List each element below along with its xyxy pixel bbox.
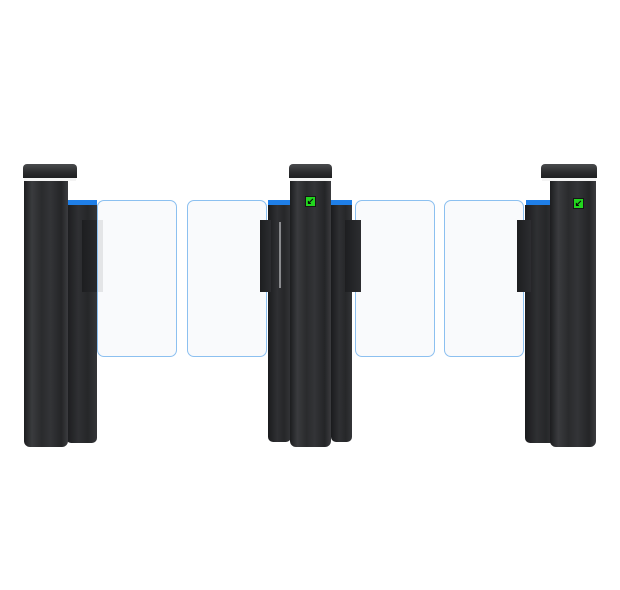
glass-gate-3 bbox=[355, 200, 435, 357]
middle-pillar-cap bbox=[289, 164, 332, 178]
right-pillar-body bbox=[550, 181, 596, 447]
middle-pillar-light-band bbox=[290, 178, 331, 181]
middle-pillar-left-unit bbox=[268, 205, 291, 442]
middle-pillar-right-reader-panel bbox=[345, 220, 361, 292]
right-pillar-blue-indicator bbox=[526, 200, 555, 205]
middle-pillar-direction-sign: ↙ bbox=[305, 196, 316, 207]
glass-gate-2 bbox=[187, 200, 267, 357]
left-pillar-blue-indicator bbox=[67, 200, 97, 205]
left-pillar-body bbox=[24, 181, 68, 447]
arrow-down-left-icon: ↙ bbox=[306, 196, 315, 207]
left-pillar-cap bbox=[23, 164, 77, 178]
right-pillar-light-band bbox=[542, 178, 596, 181]
glass-gate-1 bbox=[97, 200, 177, 357]
middle-pillar-right-blue-indicator bbox=[331, 200, 352, 205]
glass-gate-4 bbox=[444, 200, 524, 357]
left-pillar-light-band bbox=[24, 178, 76, 181]
middle-pillar-body bbox=[290, 181, 331, 447]
right-pillar-reader-panel bbox=[517, 220, 531, 292]
middle-pillar-left-reader-panel bbox=[260, 220, 271, 292]
middle-pillar-left-blue-indicator bbox=[268, 200, 291, 205]
right-pillar-cap bbox=[541, 164, 597, 178]
arrow-down-left-icon: ↙ bbox=[574, 198, 583, 209]
right-pillar-direction-sign: ↙ bbox=[573, 198, 584, 209]
middle-pillar-card-slot bbox=[279, 222, 281, 288]
